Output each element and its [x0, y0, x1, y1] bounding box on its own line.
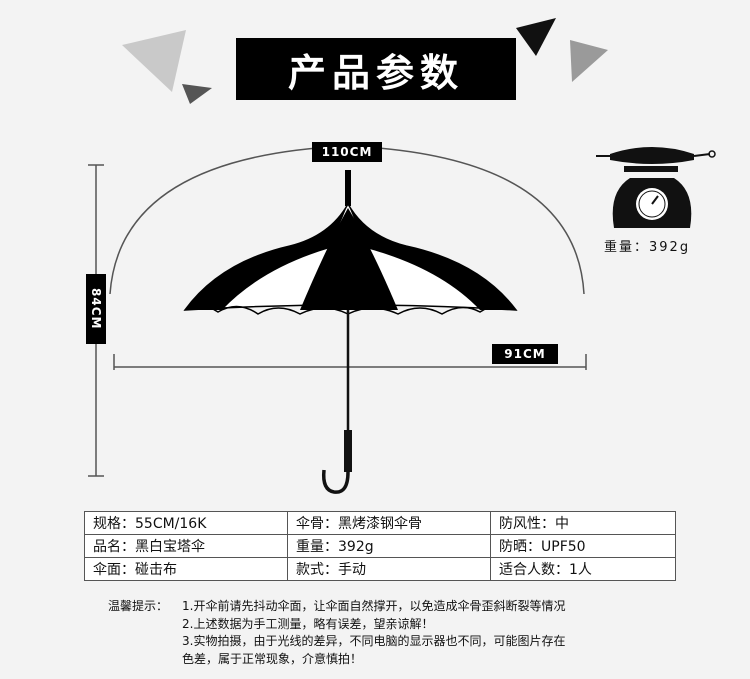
width-label: 110CM: [312, 142, 382, 162]
scale-icon: [596, 147, 716, 228]
spec-cell: 规格：55CM/16K: [84, 511, 288, 535]
umbrella-canopy: [183, 202, 518, 315]
height-label: 84CM: [86, 274, 106, 344]
black-triangle-right: [516, 18, 556, 56]
spec-cell: 防晒：UPF50: [490, 534, 676, 558]
length-label: 91CM: [492, 344, 558, 364]
umbrella-tip: [345, 170, 351, 206]
spec-cell: 适合人数：1人: [490, 557, 676, 581]
spec-cell: 重量：392g: [287, 534, 491, 558]
spec-cell: 品名：黑白宝塔伞: [84, 534, 288, 558]
weight-value: 392g: [649, 240, 691, 255]
spec-cell: 伞面：碰击布: [84, 557, 288, 581]
spec-table: 规格：55CM/16K 伞骨：黑烤漆钢伞骨 防风性：中 品名：黑白宝塔伞 重量：…: [84, 511, 676, 581]
spec-cell: 款式：手动: [287, 557, 491, 581]
note-item: 2.上述数据为手工测量，略有误差，望亲谅解！: [182, 616, 434, 631]
spec-cell: 防风性：中: [490, 511, 676, 535]
note-item: 3.实物拍摄，由于光线的差异，不同电脑的显示器也不同，可能图片存在: [182, 634, 566, 648]
notes-label: 温馨提示：: [108, 599, 169, 613]
notes-section: 温馨提示： 1.开伞前请先抖动伞面，让伞面自然撑开，以免造成伞骨歪斜断裂等情况 …: [108, 598, 565, 668]
weight-text: 重量：392g: [604, 236, 690, 255]
spec-cell: 伞骨：黑烤漆钢伞骨: [287, 511, 491, 535]
umbrella-handle-grip: [344, 430, 352, 472]
table-row: 品名：黑白宝塔伞 重量：392g 防晒：UPF50: [84, 534, 676, 558]
dark-triangle-left: [182, 84, 212, 104]
note-item: 1.开伞前请先抖动伞面，让伞面自然撑开，以免造成伞骨歪斜断裂等情况: [182, 599, 566, 613]
gray-triangle-right: [570, 40, 608, 82]
table-row: 规格：55CM/16K 伞骨：黑烤漆钢伞骨 防风性：中: [84, 511, 676, 535]
weight-label: 重量：: [604, 240, 650, 255]
table-row: 伞面：碰击布 款式：手动 适合人数：1人: [84, 557, 676, 581]
page-title: 产品参数: [236, 38, 516, 100]
umbrella-handle-hook: [321, 469, 350, 494]
note-item: 色差，属于正常现象，介意慎拍！: [182, 651, 363, 666]
gray-triangle-left: [122, 30, 186, 92]
